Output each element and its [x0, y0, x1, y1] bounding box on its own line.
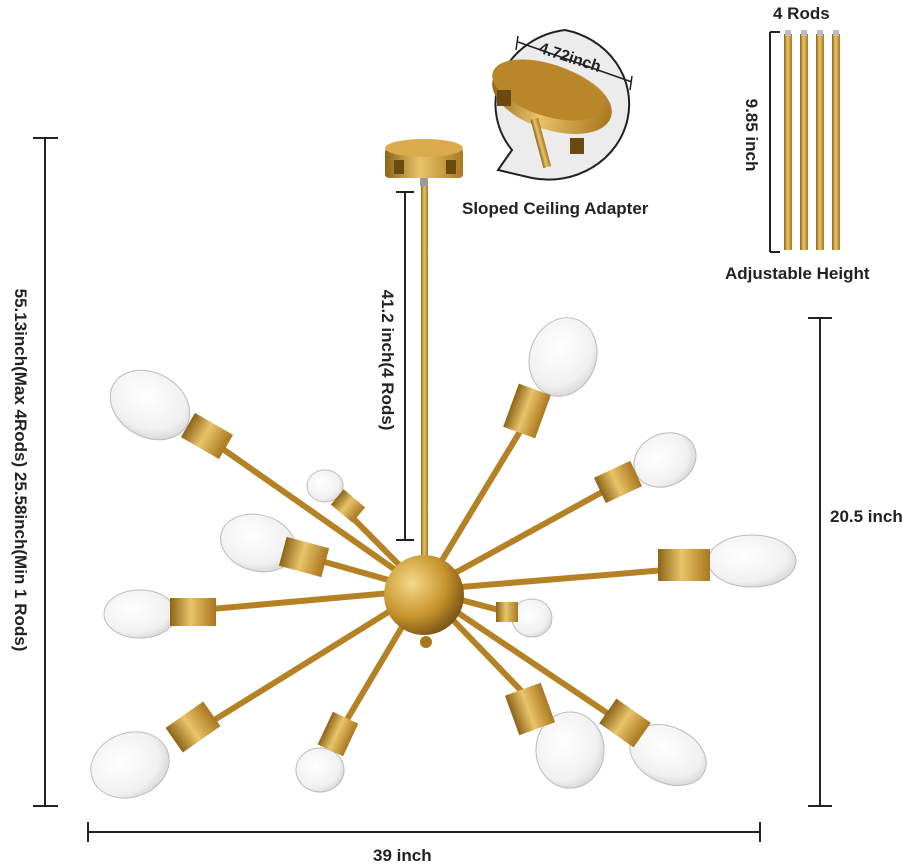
- fixture-width-label: 39 inch: [373, 846, 432, 865]
- rod-length-label: 9.85 inch: [742, 98, 761, 172]
- rod-drop-dimension: [396, 191, 414, 541]
- bulbs: [90, 317, 797, 799]
- total-height-label: 55.13inch(Max 4Rods) 25.58inch(Min 1 Rod…: [11, 288, 30, 652]
- rods-count-label: 4 Rods: [773, 4, 830, 23]
- fixture-height-label: 20.5 inch: [830, 507, 903, 526]
- sloped-ceiling-adapter-label: Sloped Ceiling Adapter: [462, 199, 649, 218]
- rod-drop-label: 41.2 inch(4 Rods): [378, 289, 397, 431]
- center-sphere: [384, 555, 464, 635]
- rod-length-dimension: [769, 31, 780, 253]
- canopy-callout: [492, 28, 633, 181]
- fixture-width-dimension: [87, 822, 761, 842]
- down-rod: [421, 186, 428, 561]
- ceiling-canopy: [385, 139, 463, 186]
- extension-rods: [784, 30, 840, 250]
- total-height-dimension: [33, 137, 58, 807]
- adjustable-height-label: Adjustable Height: [725, 264, 870, 283]
- fixture-height-dimension: [808, 317, 832, 807]
